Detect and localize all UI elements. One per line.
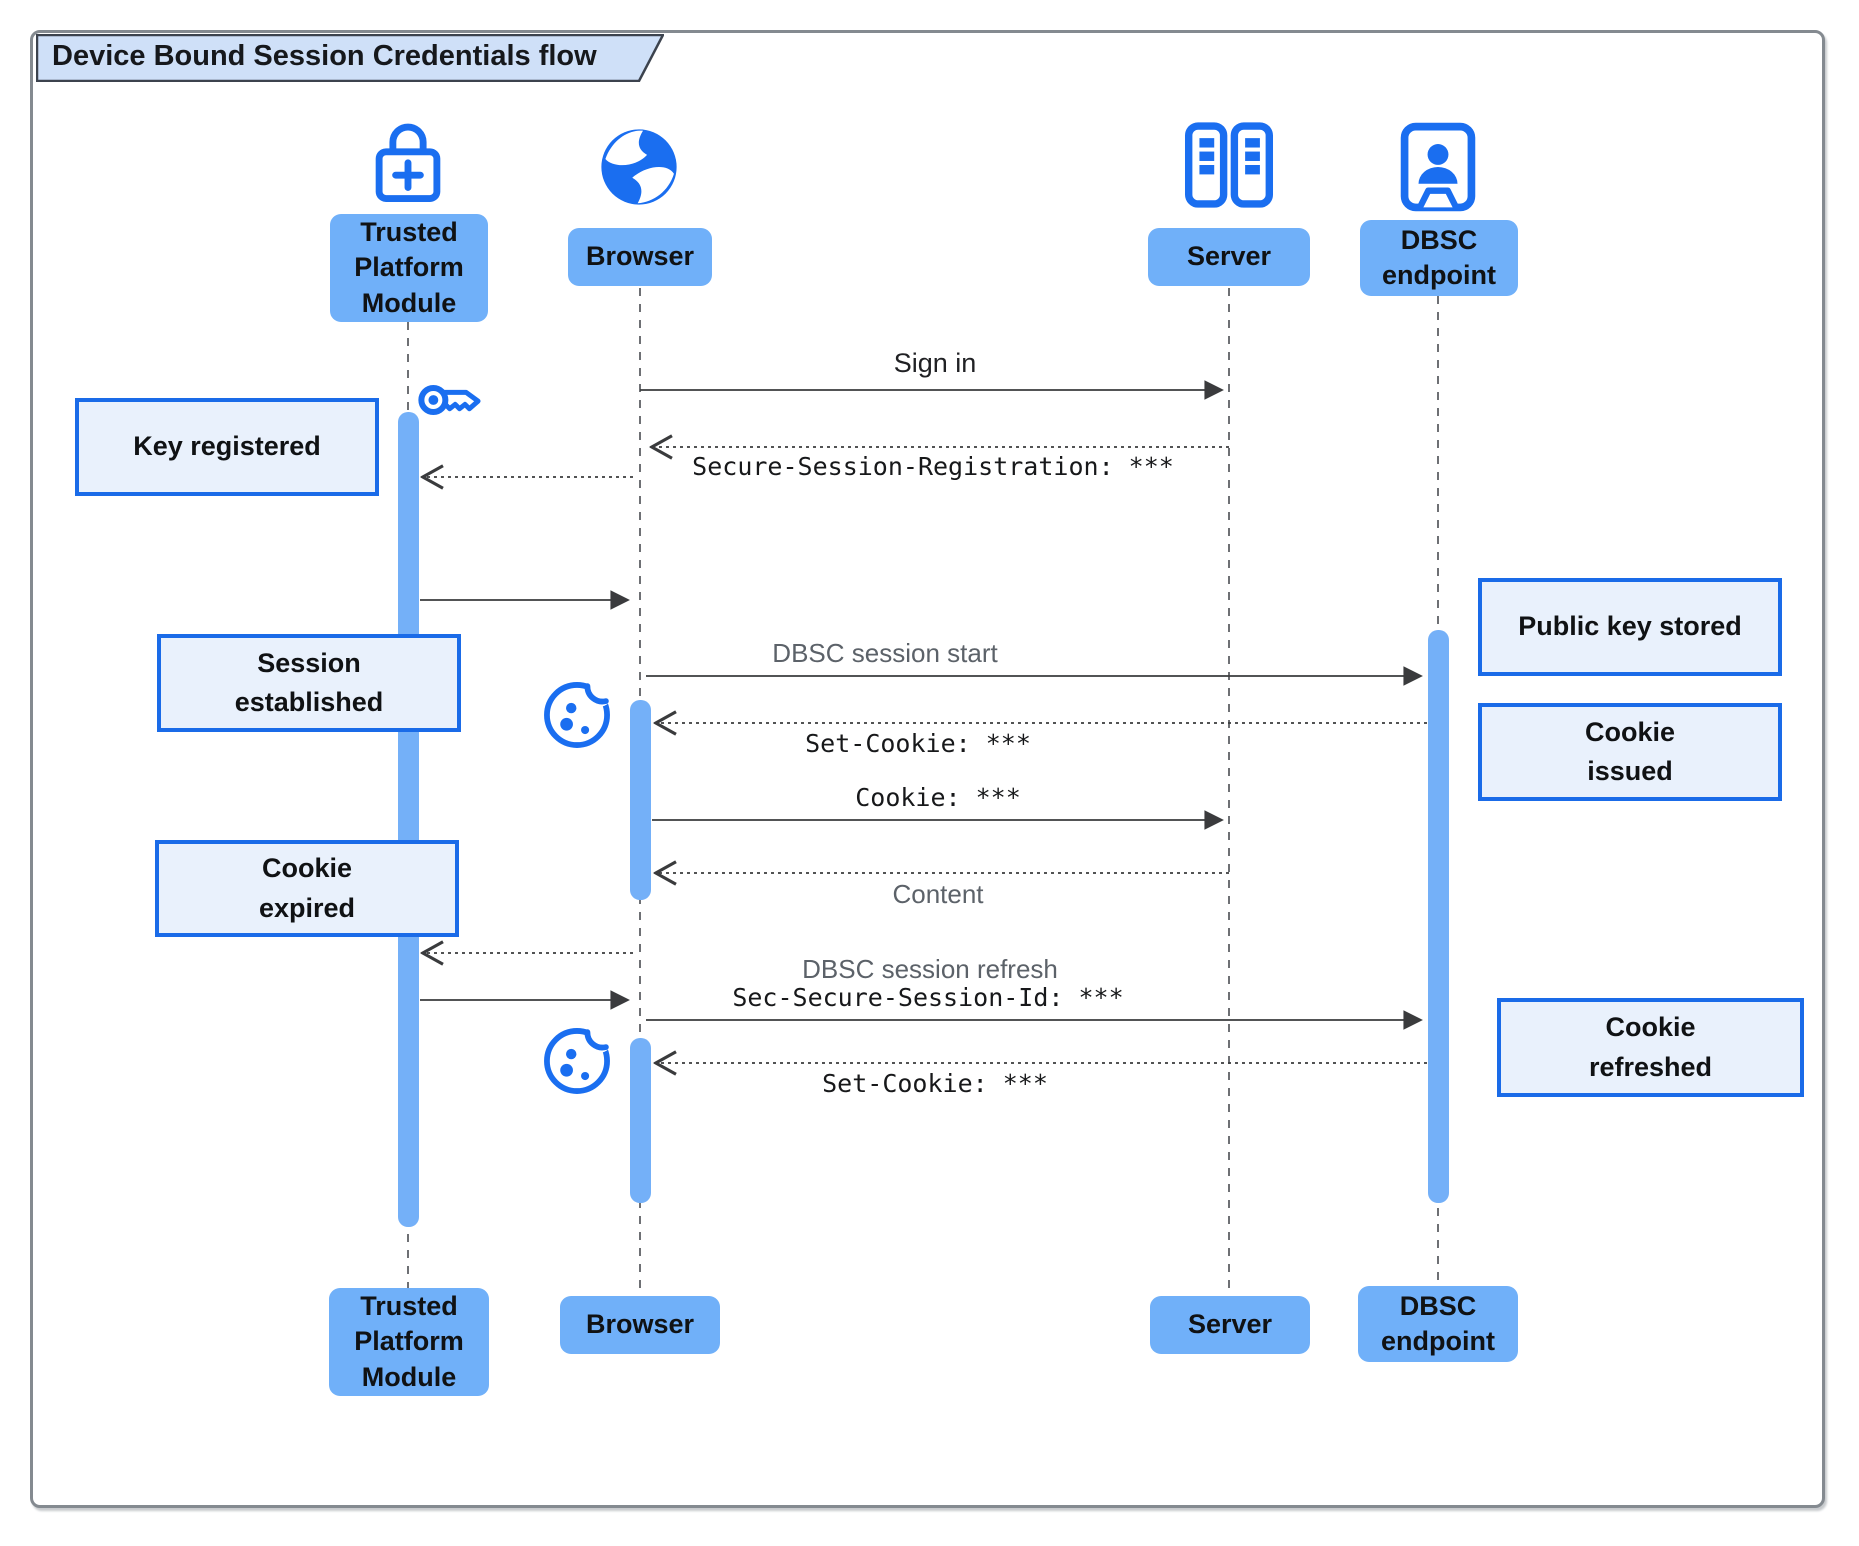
cookie-icon	[540, 678, 614, 752]
message-label-secure-session-registration: Secure-Session-Registration: ***	[692, 452, 1174, 481]
person-badge-icon	[1399, 122, 1477, 212]
message-label-set-cookie-2: Set-Cookie: ***	[822, 1069, 1048, 1098]
message-label-content: Content	[892, 879, 984, 909]
message-label-dbsc-session-refresh: DBSC session refresh	[802, 954, 1058, 984]
lock-plus-icon	[364, 114, 452, 206]
participant-bottom-tpm: Trusted Platform Module	[329, 1288, 489, 1396]
activation-bar-browser-2	[630, 1038, 651, 1203]
note-key-registered: Key registered	[75, 398, 379, 496]
note-public-key-stored: Public key stored	[1478, 578, 1782, 676]
participant-top-browser: Browser	[568, 228, 712, 286]
activation-bar-dbsc	[1428, 630, 1449, 1203]
participant-bottom-dbsc: DBSC endpoint	[1358, 1286, 1518, 1362]
message-label-set-cookie-1: Set-Cookie: ***	[805, 729, 1031, 758]
note-session-established: Session established	[157, 634, 461, 732]
activation-bar-browser-1	[630, 700, 651, 900]
activation-bar-tpm	[398, 412, 419, 1227]
cookie-icon	[540, 1024, 614, 1098]
server-racks-icon	[1183, 122, 1275, 208]
participant-top-tpm: Trusted Platform Module	[330, 214, 488, 322]
participant-top-server: Server	[1148, 228, 1310, 286]
message-label-sec-secure-session-id: Sec-Secure-Session-Id: ***	[732, 983, 1124, 1012]
participant-top-dbsc: DBSC endpoint	[1360, 220, 1518, 296]
note-cookie-expired: Cookie expired	[155, 840, 459, 937]
globe-icon	[596, 124, 682, 210]
note-cookie-issued: Cookie issued	[1478, 703, 1782, 801]
participant-bottom-browser: Browser	[560, 1296, 720, 1354]
key-icon	[418, 376, 488, 424]
message-label-cookie: Cookie: ***	[855, 783, 1021, 812]
diagram-title: Device Bound Session Credentials flow	[52, 40, 597, 72]
title-tab	[36, 34, 664, 82]
note-cookie-refreshed: Cookie refreshed	[1497, 998, 1804, 1097]
message-label-sign-in: Sign in	[893, 348, 977, 378]
participant-bottom-server: Server	[1150, 1296, 1310, 1354]
message-label-dbsc-session-start: DBSC session start	[772, 638, 998, 668]
